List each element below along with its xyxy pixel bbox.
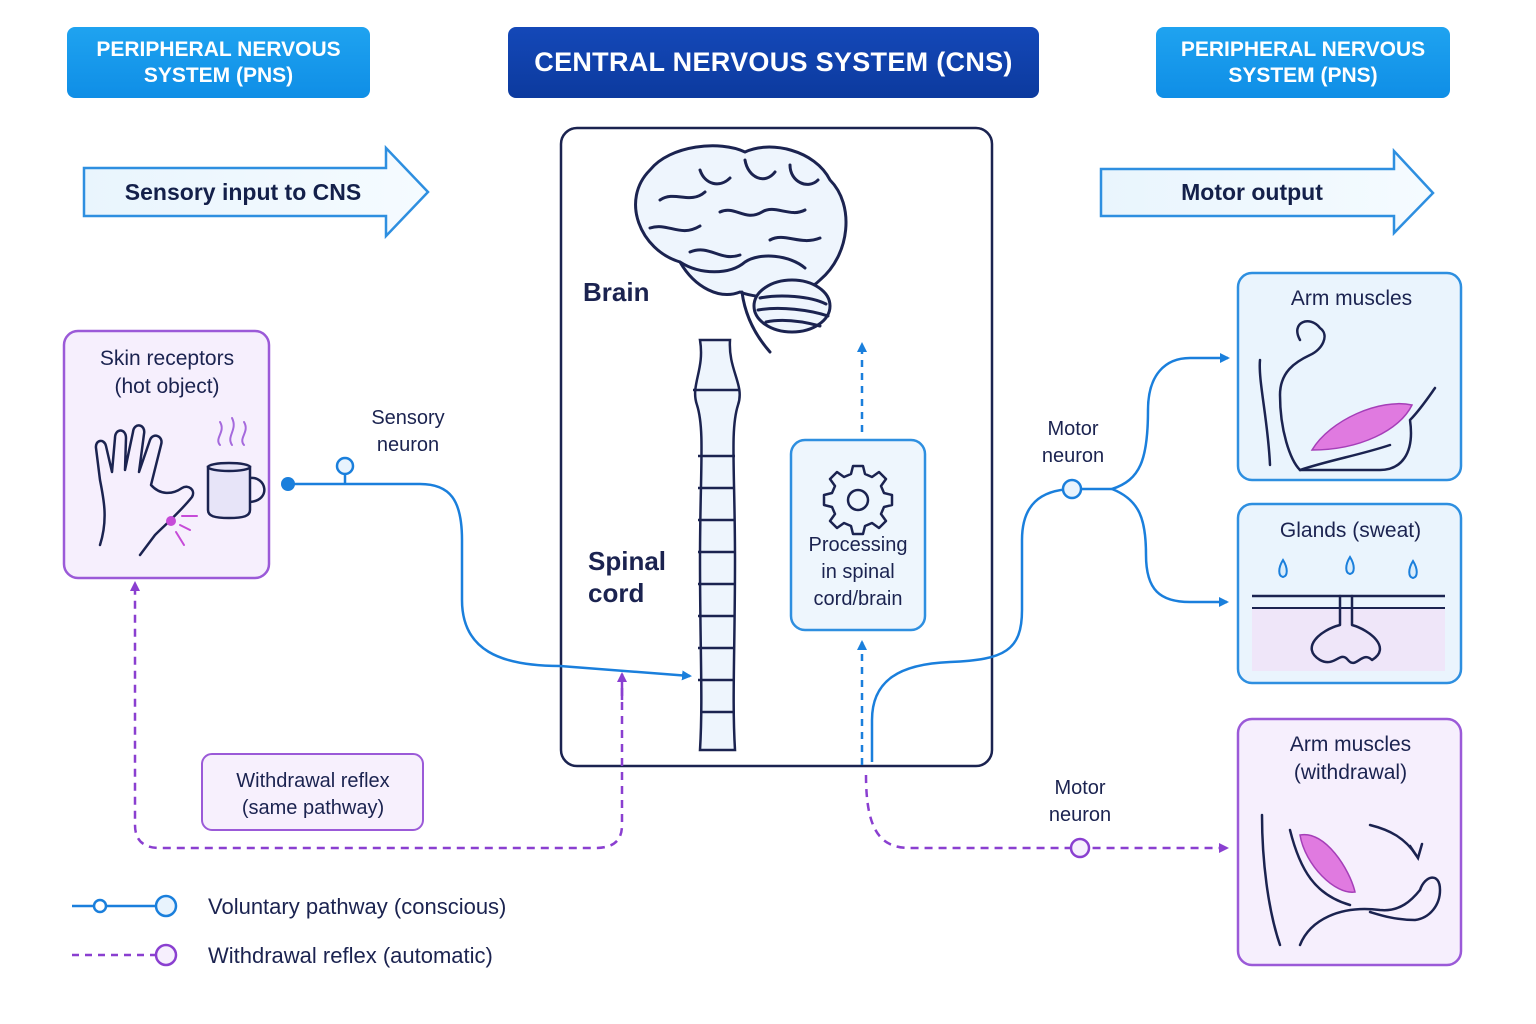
arm-withdrawal-label: Arm muscles (withdrawal): [1289, 733, 1412, 784]
withdrawal-muscle-highlight: [1299, 834, 1356, 893]
motor-neuron-label-upper: Motor neuron: [1041, 418, 1105, 467]
motor-neuron-pathway: [870, 487, 1112, 762]
sweat-drop-icons: [1278, 555, 1418, 580]
sensory-neuron-pathway: [288, 482, 692, 681]
reflex-motor-pathway: [864, 774, 1229, 853]
glands-label: Glands (sweat): [1279, 519, 1422, 542]
legend-voluntary-label: Voluntary pathway (conscious): [208, 894, 507, 919]
reflex-motor-cell-body: [1069, 837, 1091, 859]
sensory-input-arrow: [82, 144, 430, 240]
reflex-box-label: Withdrawal reflex (same pathway): [236, 770, 390, 819]
motor-output-arrow: [1099, 147, 1435, 237]
motor-to-glands-branch: [1111, 487, 1229, 607]
motor-output-label: Motor output: [1181, 179, 1323, 205]
legend-reflex-label: Withdrawal reflex (automatic): [208, 943, 493, 968]
motor-neuron-cell-body: [1061, 478, 1083, 500]
sensory-neuron-start-node: [281, 477, 295, 491]
processing-label: Processing in spinal cord/brain: [808, 534, 908, 610]
flexed-arm-icon: [1258, 320, 1437, 472]
legend-reflex-swatch: [72, 943, 178, 967]
legend-voluntary-swatch: [72, 894, 178, 918]
motor-neuron-label-lower: Motor neuron: [1048, 777, 1112, 826]
steam-icon: [217, 417, 247, 446]
pain-point-icon: [166, 516, 176, 526]
arm-muscles-label: Arm muscles: [1290, 287, 1413, 310]
reflex-box: [201, 753, 424, 831]
pns-header-left: PERIPHERAL NERVOUS SYSTEM (PNS): [67, 27, 370, 98]
mug-icon: [206, 461, 266, 520]
brain-icon: [634, 144, 848, 354]
pns-header-right: PERIPHERAL NERVOUS SYSTEM (PNS): [1156, 27, 1450, 98]
skin-receptors-label: Skin receptors (hot object): [99, 347, 235, 398]
brain-label: Brain: [583, 277, 650, 307]
spinal-cord-label: Spinal cord: [588, 546, 667, 608]
arm-muscle-highlight: [1310, 403, 1414, 451]
spinal-cord-icon: [693, 338, 741, 752]
sweat-gland-icon: [1310, 594, 1381, 665]
arm-muscles-box: [1236, 271, 1463, 482]
withdrawal-motion-arrowhead: [1408, 842, 1424, 861]
sensory-input-label: Sensory input to CNS: [124, 178, 362, 205]
gear-icon: [822, 464, 894, 536]
motor-to-arm-branch: [1111, 353, 1230, 491]
hand-icon: [94, 424, 195, 557]
reflex-loop-pathway: [130, 581, 624, 850]
sensory-neuron-label: Sensory neuron: [371, 407, 445, 456]
withdrawing-arm-icon: [1260, 813, 1442, 947]
cns-header: CENTRAL NERVOUS SYSTEM (CNS): [508, 27, 1039, 98]
sensory-neuron-cell-body: [335, 456, 355, 476]
